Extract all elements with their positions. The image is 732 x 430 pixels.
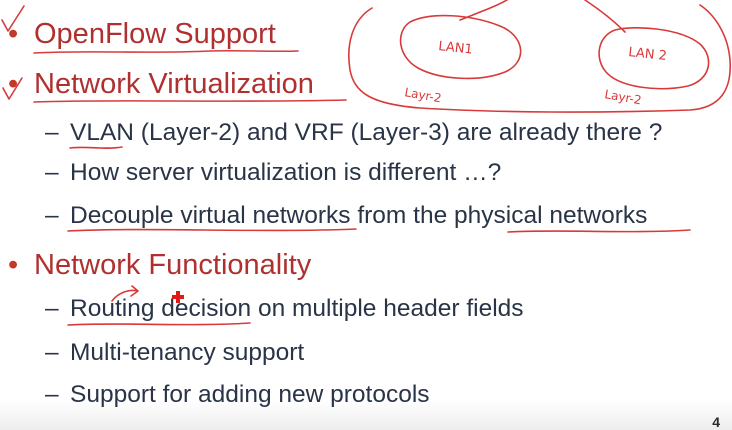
bullet-openflow-support: • OpenFlow Support [8, 20, 276, 49]
bullet-network-virtualization: • Network Virtualization [8, 70, 314, 99]
sub-bullet-server-virtualization: –How server virtualization is different … [45, 159, 502, 186]
sub-bullet-new-protocols: –Support for adding new protocols [45, 381, 430, 408]
lan2-label: LAN 2 [628, 45, 668, 64]
bullet-text: OpenFlow Support [34, 18, 276, 50]
sub-bullet-text: Routing decision on multiple header fiel… [70, 295, 524, 322]
sub-bullet-routing-decision: –Routing decision on multiple header fie… [45, 295, 524, 322]
sub-bullet-marker: – [45, 159, 59, 186]
connector-ink [459, 0, 509, 21]
sub-bullet-text: Multi-tenancy support [70, 339, 305, 366]
page-number: 4 [712, 414, 720, 430]
underline-ink [33, 99, 347, 103]
layer-label-right: Layr-2 [603, 87, 642, 107]
sub-bullet-vlan-vrf: –VLAN (Layer-2) and VRF (Layer-3) are al… [45, 119, 663, 146]
bullet-marker: • [8, 68, 19, 100]
underline-ink [507, 229, 691, 233]
sub-bullet-multi-tenancy: –Multi-tenancy support [45, 339, 305, 366]
underline-ink [69, 146, 123, 149]
sub-bullet-marker: – [45, 119, 59, 146]
underline-ink [33, 49, 299, 54]
layer-label-left: Layr-2 [403, 85, 442, 105]
underline-ink [67, 228, 357, 232]
sub-bullet-marker: – [45, 339, 59, 366]
outer-network-ink [348, 4, 731, 113]
sub-bullet-marker: – [45, 295, 59, 322]
connector-ink [584, 0, 626, 33]
sub-bullet-text: VLAN (Layer-2) and VRF (Layer-3) are alr… [70, 119, 663, 146]
sub-bullet-text: Support for adding new protocols [70, 381, 430, 408]
sub-bullet-decouple: –Decouple virtual networks from the phys… [45, 202, 648, 229]
sub-bullet-text: How server virtualization is different …… [70, 159, 502, 186]
lan1-label: LAN1 [438, 39, 474, 58]
bullet-marker: • [8, 18, 19, 50]
bottom-fade [0, 400, 732, 430]
sub-bullet-text: Decouple virtual networks from the physi… [70, 202, 648, 229]
lan2-cloud-ink [598, 26, 710, 90]
underline-ink [67, 322, 251, 326]
bullet-text: Network Virtualization [34, 68, 314, 100]
lan1-cloud-ink [399, 14, 522, 80]
bullet-marker: • [8, 249, 19, 281]
sub-bullet-marker: – [45, 202, 59, 229]
bullet-text: Network Functionality [34, 249, 312, 281]
sub-bullet-marker: – [45, 381, 59, 408]
bullet-network-functionality: • Network Functionality [8, 251, 311, 280]
pointer-cursor-icon [172, 291, 184, 303]
